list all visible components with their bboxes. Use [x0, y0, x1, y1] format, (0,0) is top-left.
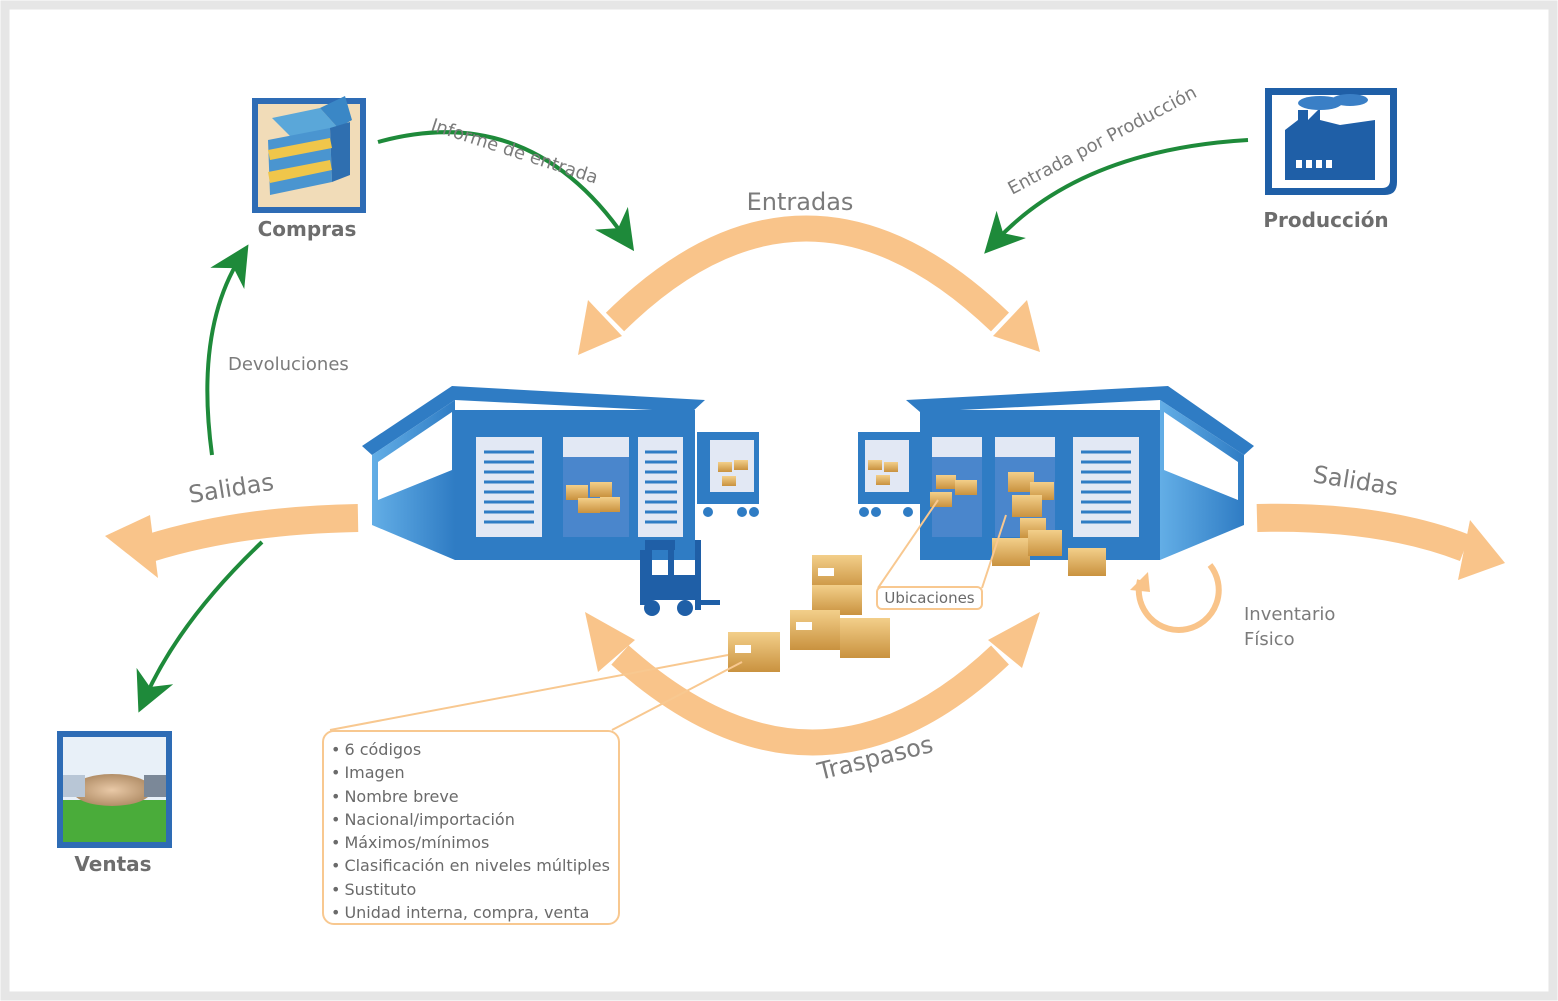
compras-label: Compras: [258, 217, 357, 241]
list-item: Unidad interna, compra, venta: [331, 901, 610, 924]
produccion-label: Producción: [1263, 208, 1388, 232]
center-boxes: [728, 555, 890, 672]
list-item: Nacional/importación: [331, 808, 610, 831]
traspasos-arrow: [611, 645, 1009, 756]
ventas-handshake-icon: [57, 731, 172, 848]
informe-entrada-label: Informe de entrada: [428, 115, 600, 189]
ventas-arrow: [136, 540, 264, 713]
salidas-left-arrow: [145, 504, 359, 562]
inventario-cycle-icon: [1130, 563, 1222, 633]
devoluciones-arrow: [205, 244, 249, 456]
informe-entrada-arrow: [377, 130, 635, 252]
entrada-produccion-arrow: [984, 138, 1249, 254]
list-item: Nombre breve: [331, 785, 610, 808]
produccion-factory-icon: [1265, 88, 1397, 195]
attributes-list: 6 códigos Imagen Nombre breve Nacional/i…: [331, 738, 610, 924]
salidas-left-label: Salidas: [187, 468, 276, 509]
callout-lines: [329, 499, 1007, 731]
inventario-label-line1: Inventario: [1244, 604, 1335, 625]
salidas-right-arrow: [1256, 503, 1471, 562]
salidas-right-arrowhead: [1458, 520, 1505, 580]
list-item: Imagen: [331, 761, 610, 784]
entradas-arrowhead-left: [578, 300, 622, 355]
salidas-left-arrowhead: [105, 515, 158, 578]
item-attributes-callout: 6 códigos Imagen Nombre breve Nacional/i…: [322, 730, 620, 925]
traspasos-arrowhead-right: [988, 612, 1040, 668]
devoluciones-label: Devoluciones: [228, 354, 349, 375]
inventario-label-line2: Físico: [1244, 629, 1295, 650]
entrada-produccion-label: Entrada por Producción: [1004, 82, 1200, 199]
list-item: Máximos/mínimos: [331, 831, 610, 854]
ventas-label: Ventas: [74, 852, 151, 876]
list-item: 6 códigos: [331, 738, 610, 761]
entradas-label: Entradas: [747, 188, 854, 216]
ubicaciones-callout: Ubicaciones: [876, 586, 983, 610]
list-item: Clasificación en niveles múltiples: [331, 854, 610, 877]
entradas-arrow: [605, 215, 1009, 332]
list-item: Sustituto: [331, 878, 610, 901]
salidas-right-label: Salidas: [1311, 460, 1400, 501]
forklift-icon: [640, 540, 720, 616]
warehouse-right: [858, 386, 1254, 576]
entradas-arrowhead-right: [993, 300, 1040, 352]
warehouse-left: [362, 386, 759, 560]
compras-box-icon: [252, 96, 366, 213]
traspasos-arrowhead-left: [585, 612, 635, 672]
